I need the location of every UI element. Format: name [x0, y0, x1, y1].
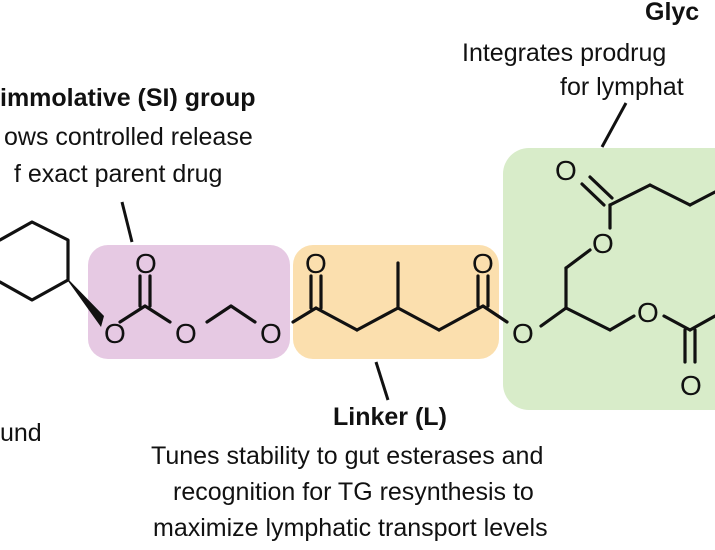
oxygen-atom: O	[305, 248, 327, 279]
main-chain-bonds	[118, 304, 568, 332]
oxygen-atom: O	[512, 318, 534, 349]
oxygen-atom: O	[592, 228, 614, 259]
linker-description-line-3: maximize lymphatic transport levels	[153, 514, 548, 542]
parent-compound-label: und	[0, 419, 42, 447]
linker-title: Linker (L)	[333, 403, 447, 431]
carbonate-carbonyl	[138, 274, 152, 308]
linker-carbonyl-2	[476, 274, 490, 308]
si-group-label: immolative (SI) group ows controlled rel…	[0, 84, 256, 188]
linker-description-line-2: recognition for TG resynthesis to	[173, 478, 534, 506]
linker-description-line-1: Tunes stability to gut esterases and	[151, 442, 543, 470]
oxygen-atom: O	[175, 318, 197, 349]
glyceride-label: Glyc Integrates prodrug for lymphat	[462, 0, 699, 101]
atom-labels: O O O O O O O O O O O	[104, 155, 702, 401]
cyclohexane-ring	[0, 220, 70, 302]
glyceride-description-line-2: for lymphat	[560, 73, 684, 101]
glyceride-description-line-1: Integrates prodrug	[462, 39, 666, 67]
si-pointer-line	[120, 201, 134, 243]
glyceride-bonds	[564, 175, 715, 364]
si-group-highlight	[88, 245, 290, 359]
wedge-bond	[68, 279, 104, 327]
linker-carbonyl-1	[309, 274, 323, 310]
oxygen-atom: O	[637, 297, 659, 328]
glyceride-highlight	[503, 148, 715, 410]
oxygen-atom: O	[680, 370, 702, 401]
si-group-description-line-2: f exact parent drug	[14, 160, 222, 188]
glyceride-title: Glyc	[645, 0, 699, 26]
oxygen-atom: O	[555, 155, 577, 186]
oxygen-atom: O	[104, 318, 126, 349]
si-group-description-line-1: ows controlled release	[4, 123, 253, 151]
oxygen-atom: O	[472, 248, 494, 279]
glyceride-pointer-line	[600, 102, 628, 148]
linker-label: Linker (L) Tunes stability to gut estera…	[151, 403, 548, 542]
oxygen-atom: O	[260, 318, 282, 349]
linker-pointer-line	[374, 361, 390, 401]
linker-highlight	[293, 245, 499, 359]
si-group-title: immolative (SI) group	[0, 84, 256, 112]
oxygen-atom: O	[135, 248, 157, 279]
